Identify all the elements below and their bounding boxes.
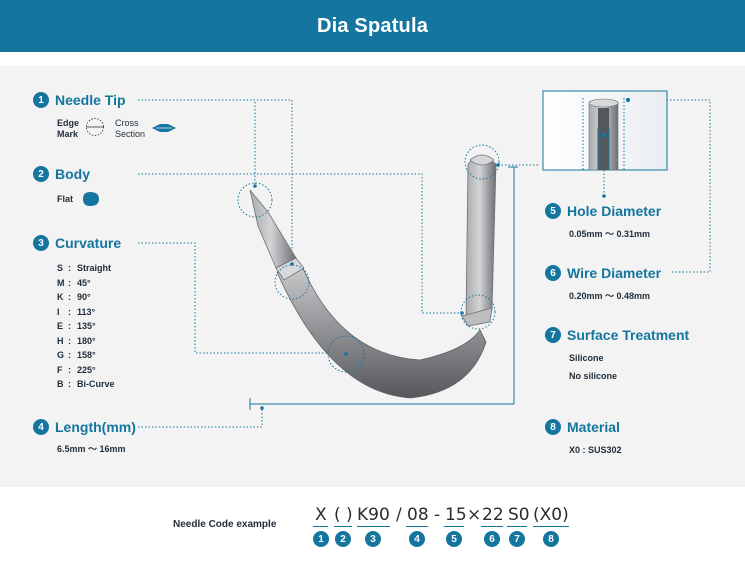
code-part-times: × (467, 505, 482, 525)
section-material: 8 Material (545, 419, 620, 435)
edge-mark-line-2: Mark (57, 129, 79, 139)
body-label: Body (55, 166, 90, 182)
cross-section-line-2: Section (115, 129, 146, 139)
code-part-length: 08 (407, 505, 429, 525)
section-body: 2 Body (33, 166, 90, 182)
section-hole-diameter: 5 Hole Diameter (545, 203, 661, 219)
code-badge-5: 5 (446, 531, 462, 547)
code-part-slash: / (396, 505, 402, 525)
cross-section-line-1: Cross (115, 118, 139, 128)
code-underline (444, 526, 464, 527)
edge-mark-icon (86, 118, 104, 136)
length-label: Length(mm) (55, 419, 136, 435)
code-part-material: (X0) (533, 505, 569, 525)
circle-tip (237, 182, 273, 218)
code-underline (334, 526, 352, 527)
code-part-wire: 22 (482, 505, 504, 525)
code-badge-6: 6 (484, 531, 500, 547)
curvature-item: G:158° (57, 350, 96, 360)
curvature-item: F:225° (57, 364, 96, 375)
code-part-curvature: K90 (357, 505, 390, 525)
hole-closeup (542, 90, 668, 171)
code-badge-7: 7 (509, 531, 525, 547)
badge-2: 2 (33, 166, 49, 182)
section-wire-diameter: 6 Wire Diameter (545, 265, 661, 281)
code-badge-3: 3 (365, 531, 381, 547)
cross-section-icon (152, 124, 176, 132)
flat-body-icon (83, 192, 99, 206)
code-example-label: Needle Code example (173, 519, 277, 530)
code-badge-8: 8 (543, 531, 559, 547)
code-footer (0, 487, 745, 564)
hole-diameter-label: Hole Diameter (567, 203, 662, 219)
surface-option-silicone: Silicone (569, 353, 604, 363)
leader-wire-diameter (628, 99, 711, 273)
code-underline (406, 526, 428, 527)
circle-hole (464, 144, 500, 180)
material-label: Material (567, 419, 620, 435)
curvature-item: S:Straight (57, 263, 112, 273)
curvature-item: H:180° (57, 335, 96, 346)
curvature-item: M:45° (57, 277, 91, 288)
code-badge-4: 4 (409, 531, 425, 547)
leader-lines (138, 99, 711, 428)
badge-6: 6 (545, 265, 561, 281)
surface-treatment-label: Surface Treatment (567, 327, 690, 343)
edge-mark-line-1: Edge (57, 118, 80, 128)
code-part-dash: - (434, 505, 441, 525)
highlight-circles (237, 144, 500, 373)
top-band (0, 52, 745, 66)
leader-dots (253, 163, 606, 410)
title-bar: Dia Spatula (0, 0, 745, 52)
curvature-item: K:90° (57, 292, 91, 302)
leader-length (138, 408, 263, 428)
code-underline (507, 526, 527, 527)
badge-8: 8 (545, 419, 561, 435)
badge-4: 4 (33, 419, 49, 435)
length-range: 6.5mm ～ 16mm (57, 444, 126, 454)
code-part-hole: 15 (445, 505, 467, 525)
leader-needle-tip-2 (138, 99, 293, 264)
curvature-item: I:113° (57, 306, 96, 317)
wire-diameter-range: 0.20mm ～ 0.48mm (569, 291, 651, 301)
leader-body (138, 173, 462, 314)
page-title: Dia Spatula (316, 14, 429, 37)
section-curvature: 3 Curvature (33, 235, 121, 251)
curvature-item: E:135° (57, 321, 96, 331)
section-needle-tip: 1 Needle Tip (33, 92, 126, 108)
badge-7: 7 (545, 327, 561, 343)
badge-1: 1 (33, 92, 49, 108)
curvature-item: B:Bi-Curve (57, 379, 115, 389)
badge-5: 5 (545, 203, 561, 219)
code-underline (313, 526, 328, 527)
code-part-paren: ( ) (334, 505, 353, 525)
section-surface-treatment: 7 Surface Treatment (545, 327, 689, 343)
wire-diameter-label: Wire Diameter (567, 265, 662, 281)
code-underline (533, 526, 569, 527)
code-badge-1: 1 (313, 531, 329, 547)
surface-option-no-silicone: No silicone (569, 371, 618, 381)
needle-shape (249, 154, 497, 399)
curvature-list: S:Straight M:45° K:90° I:113° E:135° H:1… (57, 261, 115, 392)
badge-3: 3 (33, 235, 49, 251)
hole-diameter-range: 0.05mm ～ 0.31mm (569, 229, 651, 239)
length-marker (249, 166, 518, 410)
code-underline (357, 526, 390, 527)
code-underline (481, 526, 503, 527)
leader-curvature (138, 242, 335, 354)
needle-tip-label: Needle Tip (55, 92, 126, 108)
code-part-surface: S0 (508, 505, 530, 525)
material-value: X0 : SUS302 (569, 445, 622, 455)
circle-curvature (327, 335, 365, 373)
section-length: 4 Length(mm) (33, 419, 136, 435)
code-part-x: X (315, 505, 327, 525)
code-badge-2: 2 (335, 531, 351, 547)
leader-needle-tip (138, 99, 256, 188)
curvature-label: Curvature (55, 235, 122, 251)
circle-tip-base (274, 264, 310, 300)
body-shape: Flat (57, 194, 74, 204)
